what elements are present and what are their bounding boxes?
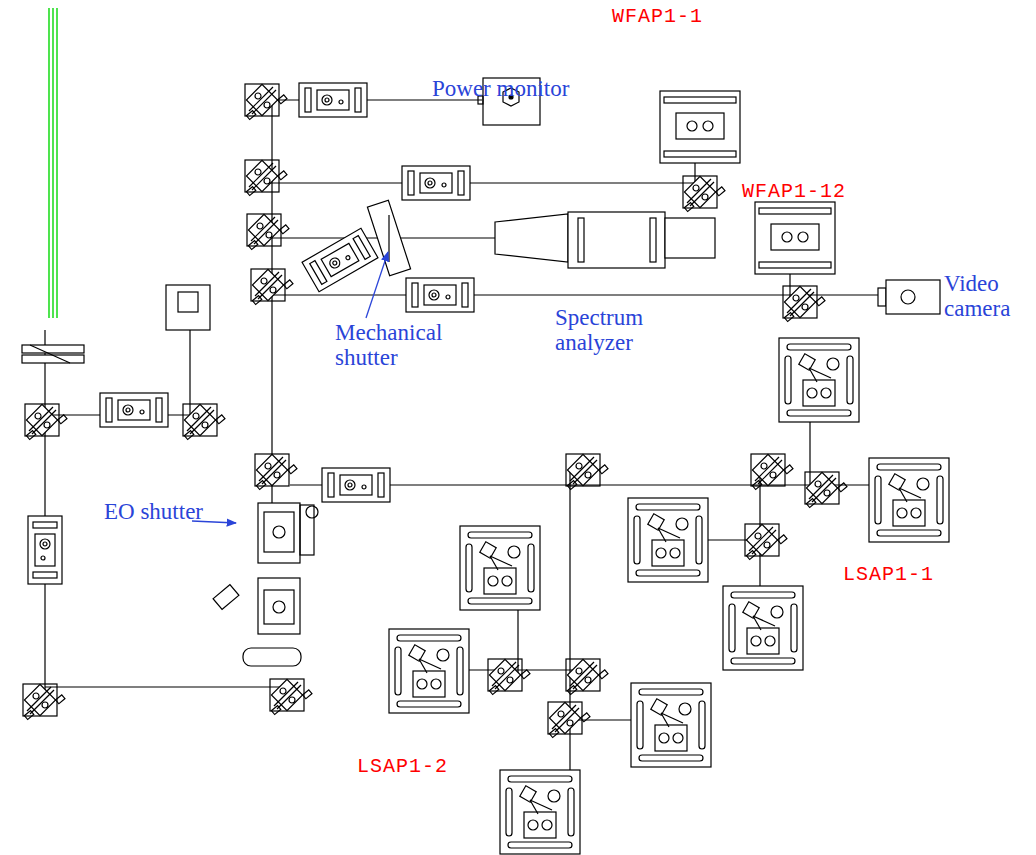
spectrum-analyzer-optics <box>495 212 715 268</box>
mirror-mount <box>751 454 793 490</box>
lsap-unit <box>631 683 711 767</box>
lsap-unit <box>460 526 540 610</box>
lens-mount <box>402 166 470 200</box>
component-label: EO shutter <box>104 499 203 524</box>
laser-input <box>49 8 57 318</box>
lsap-unit <box>779 338 859 422</box>
mirror-mount <box>245 84 287 120</box>
lsap-unit <box>500 770 580 854</box>
lens-mount <box>322 468 390 502</box>
lsap-unit <box>389 629 469 713</box>
part-label: LSAP1-2 <box>357 756 448 778</box>
lens-mount <box>28 516 62 584</box>
mirror-mount <box>255 454 297 490</box>
mirror-mount <box>488 659 530 695</box>
mirror-mount <box>566 454 608 490</box>
wfap-unit <box>755 202 835 274</box>
beam-paths <box>45 100 885 780</box>
video-camera-symbol <box>878 280 940 314</box>
part-label: LSAP1-1 <box>843 564 934 586</box>
eo-shutter-stack <box>213 503 318 666</box>
lsap-units <box>389 338 949 854</box>
component-label: Mechanical shutter <box>335 320 485 371</box>
lens-mount <box>299 83 367 117</box>
component-label: Power monitor <box>432 76 569 101</box>
lsap-unit <box>869 458 949 542</box>
mirror-mount <box>566 659 608 695</box>
mirror-mount <box>23 684 65 720</box>
leader-arrows <box>192 252 388 523</box>
small-detector <box>166 285 210 330</box>
lens-mount <box>100 393 168 427</box>
shutter-driver <box>302 228 378 291</box>
part-label: WFAP1-1 <box>612 6 703 28</box>
component-label: Video camera <box>944 271 1030 322</box>
lens-mount <box>406 278 474 312</box>
mirror-mount <box>683 176 725 212</box>
wfap-unit <box>660 91 740 163</box>
mirror-mount <box>25 404 67 440</box>
mirror-mount <box>805 472 847 508</box>
mirror-mount <box>251 269 293 305</box>
input-periscope <box>22 345 84 363</box>
mirror-mount <box>270 679 312 715</box>
mirror-mount <box>548 702 590 738</box>
leader-arrow <box>366 252 388 318</box>
component-label: Spectrum analyzer <box>555 305 675 356</box>
mirror-mount <box>783 286 825 322</box>
mirror-mount <box>247 214 289 250</box>
mirror-mount <box>183 404 225 440</box>
mirror-mount <box>245 160 287 196</box>
mechanical-shutter-symbol <box>302 200 411 291</box>
mirror-mount <box>745 524 787 560</box>
lsap-unit <box>628 498 708 582</box>
lsap-unit <box>723 586 803 670</box>
mirror-mounts <box>23 84 847 738</box>
part-label: WFAP1-12 <box>742 181 846 203</box>
